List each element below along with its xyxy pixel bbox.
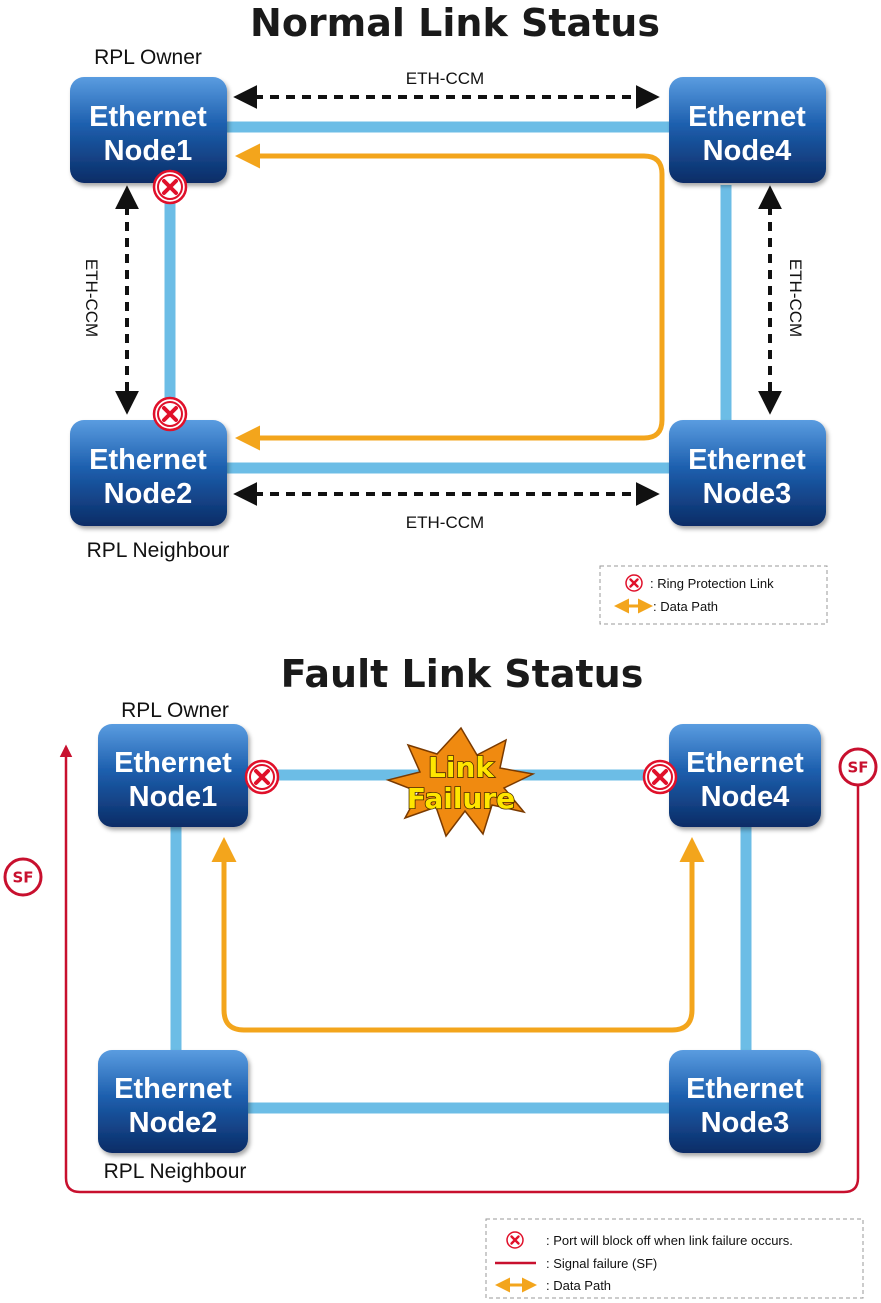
node-label-line1: Ethernet: [114, 1073, 232, 1105]
x-circle-icon: [625, 574, 643, 592]
node-label-line1: Ethernet: [686, 747, 804, 779]
normal-node4: Ethernet Node4: [669, 77, 826, 183]
x-circle-icon: [152, 169, 188, 205]
node-label-line1: Ethernet: [89, 444, 207, 476]
node-label-line2: Node3: [703, 478, 792, 510]
node-label-line1: Ethernet: [114, 747, 232, 779]
signal-failure-path: [59, 744, 860, 1194]
normal-node1: Ethernet Node1: [70, 77, 227, 183]
ccm-label-bottom: ETH-CCM: [406, 513, 484, 532]
fault-node4: Ethernet Node4: [669, 724, 821, 827]
x-circle-icon: [506, 1231, 524, 1249]
node-label-line1: Ethernet: [89, 101, 207, 133]
failure-label-line1: Link: [428, 751, 495, 784]
ccm-label-top: ETH-CCM: [406, 69, 484, 88]
node-label-line2: Node2: [129, 1107, 218, 1139]
node-label-line2: Node4: [703, 135, 792, 167]
normal-title: Normal Link Status: [250, 1, 660, 45]
data-path-fault: [211, 837, 705, 1033]
rpl-owner-label: RPL Owner: [94, 46, 202, 69]
legend-data-path-text: : Data Path: [546, 1278, 611, 1293]
node-label-line2: Node2: [104, 478, 193, 510]
rpl-neighbour-label: RPL Neighbour: [104, 1160, 247, 1183]
node-label-line2: Node3: [701, 1107, 790, 1139]
node-label-line1: Ethernet: [688, 444, 806, 476]
ccm-label-left: ETH-CCM: [82, 259, 101, 337]
fault-legend: : Port will block off when link failure …: [485, 1218, 864, 1299]
sf-badge-label: SF: [12, 869, 33, 887]
legend-data-path-text: : Data Path: [653, 599, 718, 614]
normal-link-status-panel: Normal Link Status ETH-CCM ETH-CCM ETH-C…: [70, 1, 828, 625]
ccm-label-right: ETH-CCM: [786, 259, 805, 337]
x-circle-icon: [244, 759, 280, 795]
x-circle-icon: [152, 396, 188, 432]
normal-legend: : Ring Protection Link : Data Path: [599, 565, 828, 625]
node-label-line2: Node1: [104, 135, 193, 167]
legend-signal-failure-text: : Signal failure (SF): [546, 1256, 657, 1271]
node-label-line1: Ethernet: [686, 1073, 804, 1105]
node-label-line1: Ethernet: [688, 101, 806, 133]
node-label-line2: Node1: [129, 781, 218, 813]
link-failure-burst: Link Failure: [385, 726, 536, 838]
fault-node1: Ethernet Node1: [98, 724, 248, 827]
legend-port-block-text: : Port will block off when link failure …: [546, 1233, 793, 1248]
data-path-normal: [235, 143, 665, 451]
normal-node2: Ethernet Node2: [70, 420, 227, 526]
rpl-owner-label: RPL Owner: [121, 699, 229, 722]
sf-badge-label: SF: [847, 759, 868, 777]
legend-ring-protection-text: : Ring Protection Link: [650, 576, 774, 591]
fault-node2: Ethernet Node2: [98, 1050, 248, 1153]
x-circle-icon: [642, 759, 678, 795]
node-label-line2: Node4: [701, 781, 790, 813]
rpl-neighbour-label: RPL Neighbour: [87, 539, 230, 562]
sf-badge-left: SF: [3, 857, 43, 897]
failure-label-line2: Failure: [407, 782, 515, 815]
fault-title: Fault Link Status: [281, 652, 644, 696]
sf-badge-right: SF: [838, 747, 878, 787]
fault-node3: Ethernet Node3: [669, 1050, 821, 1153]
fault-link-status-panel: Fault Link Status SF SF Link Failure Eth…: [3, 652, 878, 1299]
normal-node3: Ethernet Node3: [669, 420, 826, 526]
